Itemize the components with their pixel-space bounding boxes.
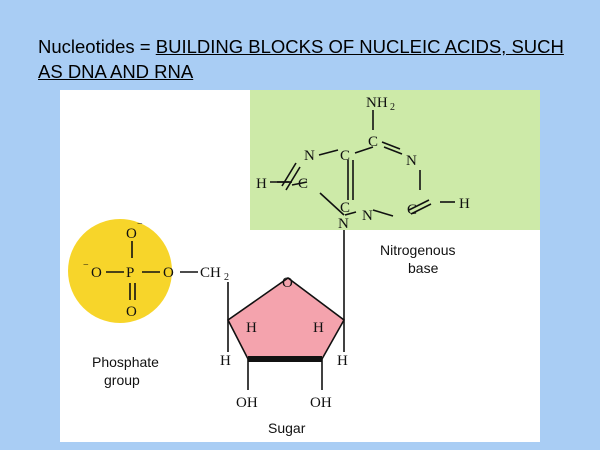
title-underlined: BUILDING BLOCKS OF NUCLEIC ACIDS, SUCH A… (38, 36, 564, 82)
ch2-subscript: 2 (224, 272, 229, 283)
base-h-left: H (256, 176, 267, 192)
base-c2: C (407, 202, 417, 218)
nucleotide-diagram-panel: O − P O − O O CH 2 O H H H H OH OH NH 2 … (60, 90, 540, 442)
phosphate-p: P (126, 265, 134, 281)
base-nh: NH (366, 95, 388, 111)
base-label-line1: Nitrogenous (380, 242, 456, 258)
bonds (106, 110, 455, 390)
base-n1: N (406, 153, 417, 169)
phosphate-o-left-charge: − (83, 260, 89, 271)
sugar-h-right: H (337, 353, 348, 369)
phosphate-o-top-charge: − (137, 219, 143, 230)
sugar-oh-right: OH (310, 395, 332, 411)
phosphate-o-bottom: O (126, 304, 137, 320)
sugar-label: Sugar (268, 420, 306, 436)
sugar-h-inner-left: H (246, 320, 257, 336)
base-n7: N (304, 148, 315, 164)
base-nh2-subscript: 2 (390, 102, 395, 113)
sugar-oh-left: OH (236, 395, 258, 411)
sugar-h-inner-right: H (313, 320, 324, 336)
sugar-h-left: H (220, 353, 231, 369)
phosphate-o-top: O (126, 226, 137, 242)
phosphate-label-line2: group (104, 372, 140, 388)
slide-title: Nucleotides = BUILDING BLOCKS OF NUCLEIC… (38, 34, 578, 84)
phosphate-label-line1: Phosphate (92, 354, 159, 370)
base-c6: C (368, 134, 378, 150)
phosphate-region (68, 219, 172, 323)
phosphate-o-left: O (91, 265, 102, 281)
base-c4: C (340, 200, 350, 216)
base-n9: N (338, 216, 349, 232)
nucleotide-diagram: O − P O − O O CH 2 O H H H H OH OH NH 2 … (68, 90, 540, 436)
base-c8: C (298, 176, 308, 192)
ch2-c-h: CH (200, 265, 221, 281)
base-h-right: H (459, 196, 470, 212)
title-prefix: Nucleotides = (38, 36, 156, 57)
base-region (250, 90, 540, 230)
base-c5: C (340, 148, 350, 164)
sugar-ring-o: O (282, 275, 293, 291)
base-label-line2: base (408, 260, 439, 276)
phosphate-o-right: O (163, 265, 174, 281)
base-n3: N (362, 208, 373, 224)
